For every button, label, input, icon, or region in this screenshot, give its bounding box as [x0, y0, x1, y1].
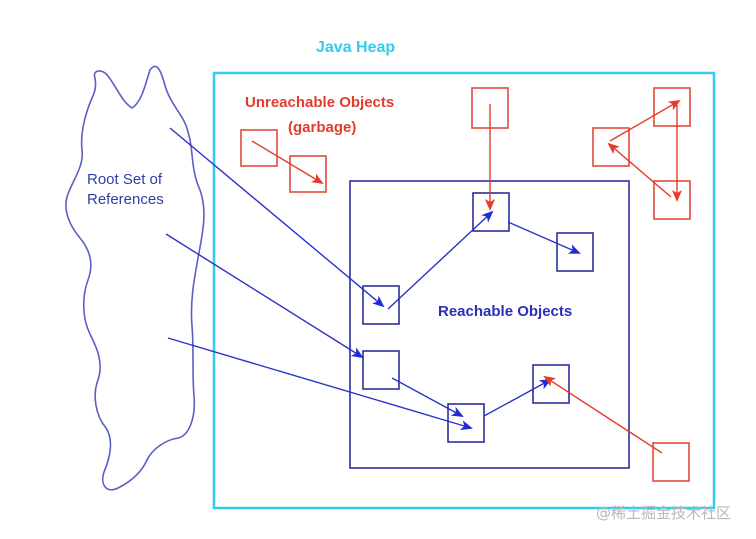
garbage-object	[653, 180, 691, 220]
root-set-cloud	[65, 65, 205, 491]
root-reference-arrow	[165, 233, 364, 359]
reachable-object	[362, 350, 400, 390]
root-set-label-line2: References	[87, 191, 164, 208]
garbage-label: (garbage)	[288, 119, 356, 136]
reachable-objects-label: Reachable Objects	[438, 303, 572, 320]
object-reference-arrow	[391, 377, 464, 417]
reachable-object	[472, 192, 510, 232]
root-reference-arrow	[169, 127, 385, 308]
reachable-object	[532, 364, 570, 404]
garbage-object	[652, 442, 690, 482]
object-reference-arrow	[507, 221, 581, 254]
root-reference-arrow	[167, 337, 473, 430]
object-reference-arrow	[483, 379, 552, 417]
watermark-text: @稀土掘金技术社区	[596, 504, 731, 522]
unreachable-objects-label: Unreachable Objects	[245, 94, 394, 111]
garbage-object	[289, 155, 327, 193]
java-heap-title: Java Heap	[316, 39, 395, 56]
object-reference-arrow	[387, 210, 494, 310]
garbage-reference-arrow	[251, 140, 324, 185]
garbage-reference-arrow	[609, 99, 681, 142]
garbage-object	[240, 129, 278, 167]
garbage-object	[653, 87, 691, 127]
java-heap-region	[212, 71, 716, 510]
garbage-object	[592, 127, 630, 167]
reachable-object	[556, 232, 594, 272]
reachable-object	[447, 403, 485, 443]
reachable-object	[362, 285, 400, 325]
garbage-reference-arrow	[543, 375, 663, 454]
root-set-label-line1: Root Set of	[87, 171, 163, 188]
garbage-reference-arrow	[607, 142, 672, 198]
